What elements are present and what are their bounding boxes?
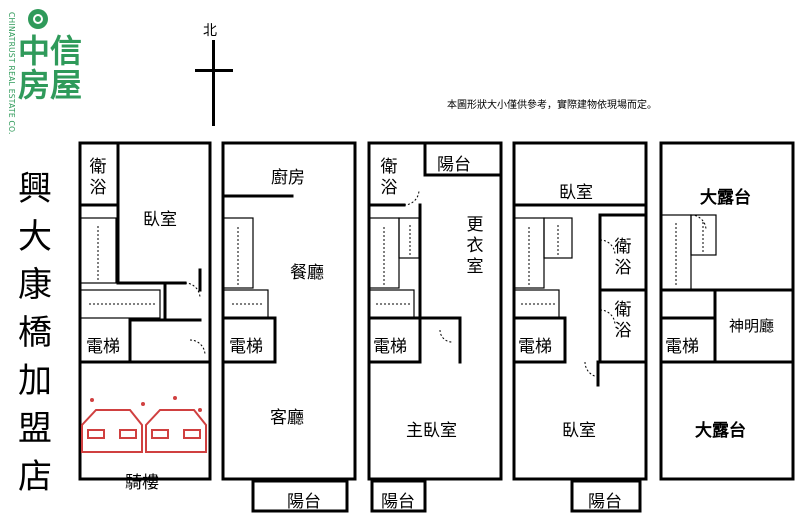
room-label-bath: 衛浴 [614, 237, 632, 278]
car-icon [81, 409, 207, 453]
room-label-balcony: 陽台 [381, 492, 415, 512]
brand-english-name: CHINATRUST REAL ESTATE CO. [7, 12, 16, 135]
disclaimer: 本圖形狀大小僅供參考，實際建物依現場而定。 [447, 100, 657, 111]
compass-icon [212, 40, 215, 126]
room-label-large-terrace: 大露台 [695, 421, 746, 441]
room-label-bedroom: 臥室 [143, 210, 177, 230]
room-label-shrine-hall: 神明廳 [729, 317, 775, 335]
store-title-char: 興 [18, 169, 52, 209]
compass-crossbar [195, 69, 233, 72]
brand-name: 中信 房屋 [18, 34, 88, 102]
store-title-char: 橋 [18, 313, 52, 353]
stair-direction-icon [88, 222, 704, 305]
room-label-elevator: 電梯 [229, 337, 263, 357]
stairs-icon [79, 214, 717, 319]
room-label-master-bedroom: 主臥室 [406, 421, 457, 441]
room-label-elevator: 電梯 [373, 337, 407, 357]
room-label-living-room: 客廳 [270, 408, 304, 428]
room-label-large-terrace: 大露台 [700, 188, 751, 208]
brand-emblem-icon [28, 9, 48, 29]
floor-plan-2 [221, 141, 357, 513]
room-label-elevator: 電梯 [86, 337, 120, 357]
store-title: 興 大 康 橋 加 盟 店 [12, 165, 58, 501]
room-label-bath: 衛浴 [614, 300, 632, 341]
brand-line-2: 房屋 [18, 66, 83, 104]
room-label-kitchen: 廚房 [271, 168, 305, 188]
room-label-elevator: 電梯 [518, 337, 552, 357]
store-title-char: 加 [18, 361, 52, 401]
compass-north-label: 北 [203, 23, 217, 39]
room-label-balcony: 陽台 [287, 492, 321, 512]
room-label-arcade: 騎樓 [125, 473, 159, 493]
room-label-bath: 衛浴 [89, 157, 107, 198]
store-title-char: 康 [18, 265, 52, 305]
store-title-char: 店 [18, 457, 52, 497]
room-label-closet: 更衣室 [466, 215, 484, 277]
room-label-balcony: 陽台 [437, 155, 471, 175]
store-title-char: 盟 [18, 409, 52, 449]
door-swing-icon [184, 189, 707, 378]
room-label-elevator: 電梯 [665, 337, 699, 357]
room-label-bath: 衛浴 [380, 157, 398, 198]
sparkle-icon [90, 396, 202, 412]
room-label-dining: 餐廳 [290, 263, 324, 283]
store-title-char: 大 [18, 217, 52, 257]
room-label-balcony: 陽台 [588, 492, 622, 512]
room-label-bedroom: 臥室 [559, 183, 593, 203]
brand-line-1: 中信 [18, 32, 83, 70]
room-label-bedroom: 臥室 [562, 421, 596, 441]
